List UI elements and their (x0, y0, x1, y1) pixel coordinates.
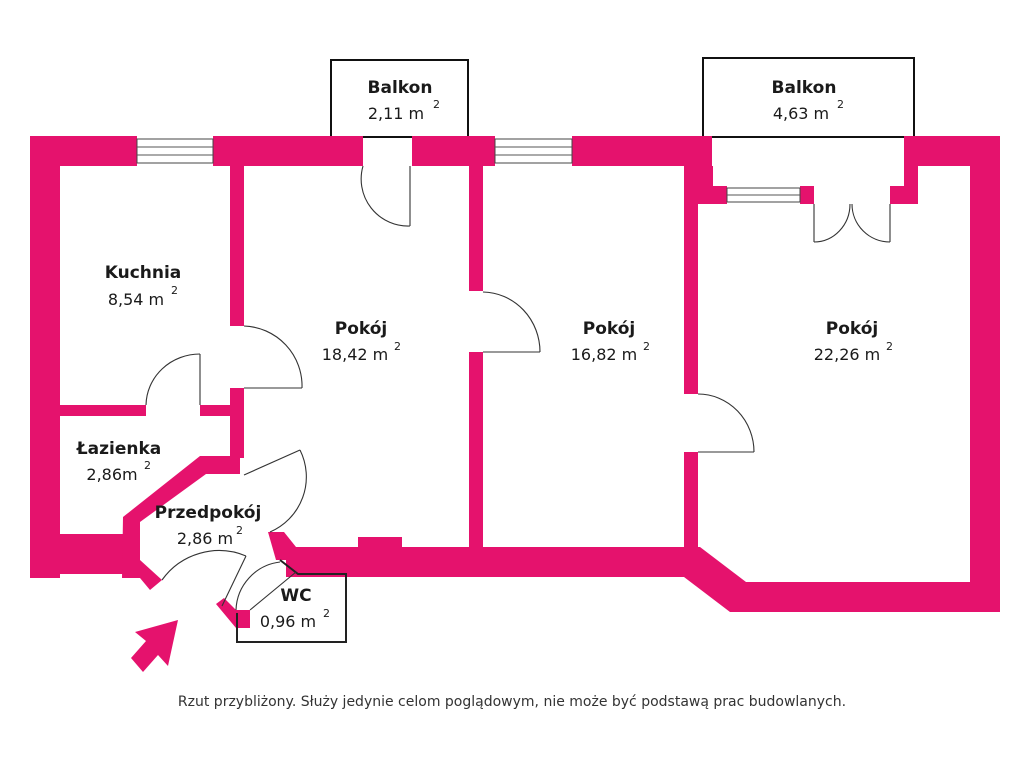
przedpokoj-name: Przedpokój (155, 503, 262, 523)
balcony-2-outline (702, 57, 915, 138)
windows (136, 138, 801, 203)
balkon-2-area: 4,63 m (773, 104, 829, 123)
wc-area: 0,96 m (260, 612, 316, 631)
balkon-2-name: Balkon (772, 78, 837, 98)
pokoj-2-sup: 2 (643, 340, 650, 353)
kuchnia-sup: 2 (171, 284, 178, 297)
pokoj-1-sup: 2 (394, 340, 401, 353)
balcony-1-outline (330, 59, 469, 138)
walls (30, 136, 1000, 628)
balkon-1-name: Balkon (368, 78, 433, 98)
balkon-1-sup: 2 (433, 98, 440, 111)
lazienka-area: 2,86m (86, 465, 137, 484)
pokoj-1-area: 18,42 m (322, 345, 388, 364)
pokoj-1-name: Pokój (335, 319, 388, 339)
wc-name: WC (280, 586, 311, 606)
balkon-2-sup: 2 (837, 98, 844, 111)
pokoj-3-area: 22,26 m (814, 345, 880, 364)
entrance-arrow-icon (131, 620, 178, 672)
pokoj-3-name: Pokój (826, 319, 879, 339)
pokoj-2-area: 16,82 m (571, 345, 637, 364)
doors (145, 165, 891, 611)
lazienka-sup: 2 (144, 459, 151, 472)
wc-sup: 2 (323, 607, 330, 620)
lazienka-name: Łazienka (76, 439, 162, 459)
pokoj-2-name: Pokój (583, 319, 636, 339)
disclaimer-text: Rzut przybliżony. Służy jedynie celom po… (177, 694, 847, 710)
kuchnia-name: Kuchnia (105, 263, 182, 283)
balkon-1-area: 2,11 m (368, 104, 424, 123)
przedpokoj-sup: 2 (236, 524, 243, 537)
wc-outline (236, 559, 347, 643)
przedpokoj-area: 2,86 m (177, 529, 233, 548)
pokoj-3-sup: 2 (886, 340, 893, 353)
kuchnia-area: 8,54 m (108, 290, 164, 309)
